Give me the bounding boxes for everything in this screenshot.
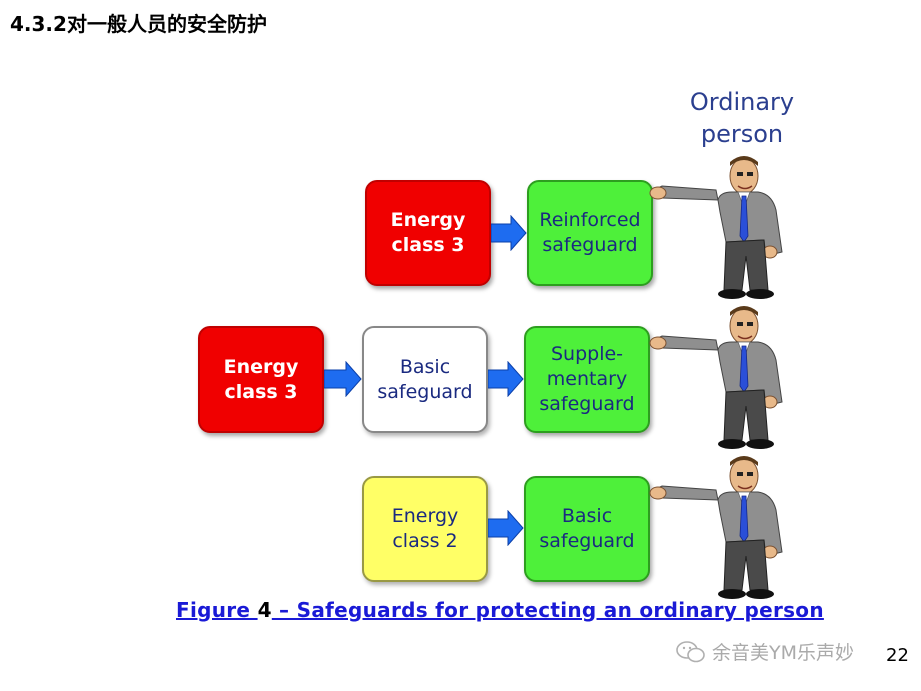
caption-number: 4 <box>257 598 272 622</box>
wechat-logo-icon <box>676 640 705 662</box>
arrow-right-icon <box>324 361 362 397</box>
watermark: 余音美YM乐声妙 <box>676 638 854 665</box>
arrow-right-icon <box>488 361 524 397</box>
reinforced-safeguard-box: Reinforced safeguard <box>527 180 653 286</box>
caption-text: – Safeguards for protecting an ordinary … <box>271 598 824 622</box>
energy-class-3-box-row1: Energy class 3 <box>365 180 491 286</box>
basic-safeguard-box-row2: Basic safeguard <box>362 326 488 433</box>
arrow-right-icon <box>491 215 527 251</box>
caption-prefix: Figure <box>176 598 258 622</box>
figure-caption: Figure 4 – Safeguards for protecting an … <box>176 598 824 622</box>
ordinary-person-label: Ordinary person <box>689 88 795 148</box>
page-number: 22 <box>886 645 909 666</box>
slide-heading: 4.3.2对一般人员的安全防护 <box>10 12 267 36</box>
ordinary-person-figure <box>649 456 783 599</box>
watermark-text: 余音美YM乐声妙 <box>712 642 854 664</box>
basic-safeguard-box-row3: Basic safeguard <box>524 476 650 582</box>
supplementary-safeguard-box: Supple- mentary safeguard <box>524 326 650 433</box>
ordinary-person-figure <box>649 306 783 449</box>
energy-class-3-box-row2: Energy class 3 <box>198 326 324 433</box>
energy-class-2-box: Energy class 2 <box>362 476 488 582</box>
arrow-right-icon <box>488 510 524 546</box>
ordinary-person-figure <box>649 156 783 299</box>
